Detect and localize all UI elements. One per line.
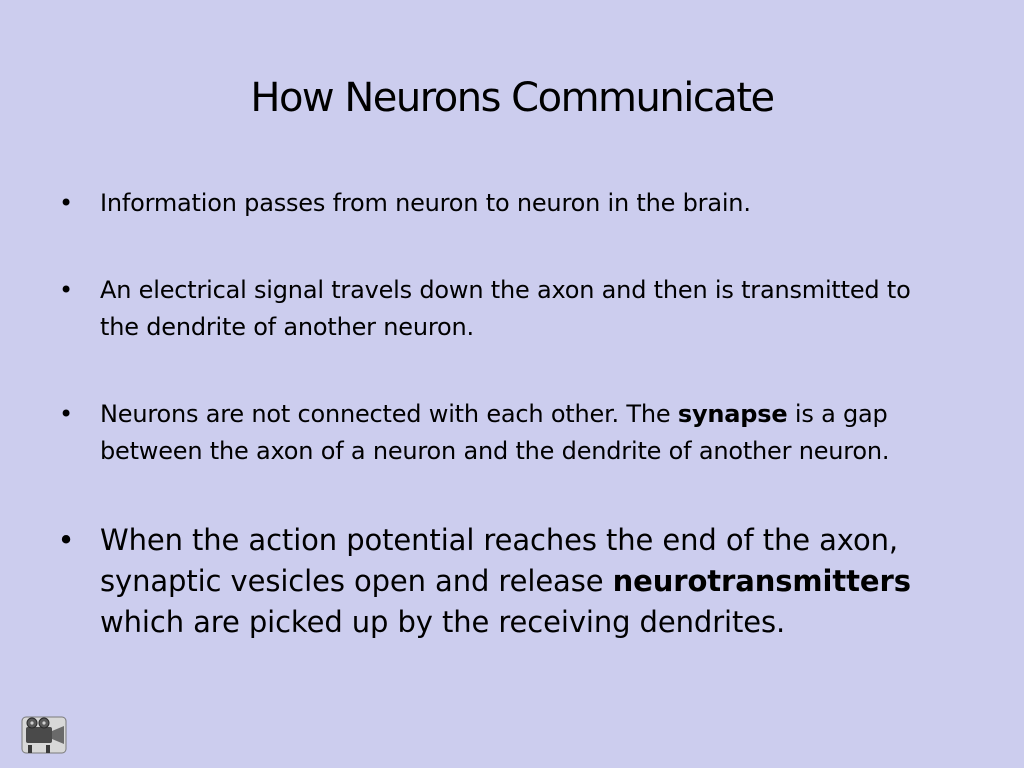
bullet-item-3: • Neurons are not connected with each ot… — [56, 396, 956, 470]
bullet-text: Neurons are not connected with each othe… — [100, 400, 678, 428]
bullet-text-continued: which are picked up by the receiving den… — [100, 605, 786, 639]
slide-title: How Neurons Communicate — [250, 75, 775, 121]
bullet-marker: • — [59, 276, 73, 304]
bullet-text: When the action potential reaches the en… — [100, 523, 899, 598]
bullet-term-synapse: synapse — [677, 400, 788, 428]
bullet-item-2: • An electrical signal travels down the … — [56, 272, 956, 346]
bullet-marker: • — [59, 400, 73, 428]
bullet-item-4: • When the action potential reaches the … — [56, 520, 956, 643]
projector-icon[interactable] — [20, 713, 68, 757]
bullet-term-neurotransmitters: neurotransmitters — [612, 564, 911, 598]
bullet-text: An electrical signal travels down the ax… — [100, 276, 911, 341]
bullet-text-continued: is a gap between the axon of a neuron an… — [100, 400, 890, 465]
bullet-marker: • — [59, 189, 73, 217]
bullet-marker: • — [57, 523, 75, 557]
bullet-list: • Information passes from neuron to neur… — [56, 185, 956, 693]
bullet-item-1: • Information passes from neuron to neur… — [56, 185, 956, 222]
bullet-text: Information passes from neuron to neuron… — [100, 189, 751, 217]
